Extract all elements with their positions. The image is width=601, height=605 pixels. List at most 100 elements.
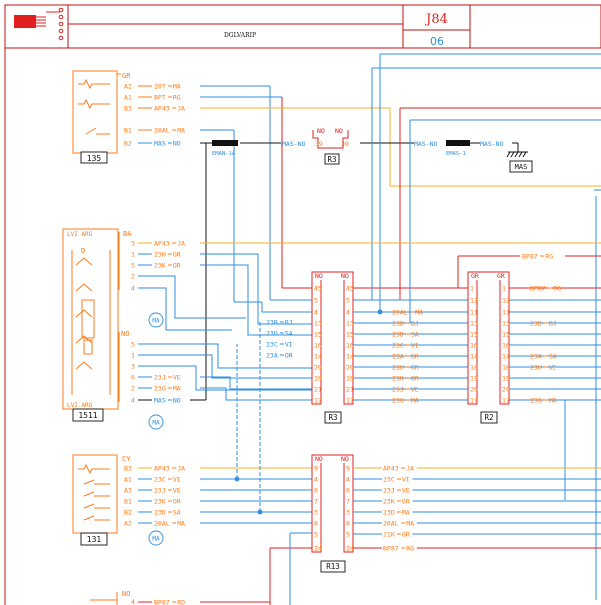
R2-pin-left-3: 13	[470, 320, 478, 328]
R3-pin-left-2: 4	[314, 309, 318, 317]
R13-right-label-7-color: RG	[406, 545, 414, 553]
R3-R2-label-6-color: GR	[411, 353, 419, 361]
pin-135-A1: A1	[124, 94, 132, 102]
R13-pin-left-3: 7	[314, 498, 318, 506]
R3-pin-left-9: 21	[314, 386, 322, 394]
wire-label-bottom-color: RD	[177, 599, 185, 605]
wire-label-135-2-number: AP43	[154, 105, 170, 113]
R3-pin-right-9: 21	[346, 386, 354, 394]
R3-pin-left-0: 45	[314, 285, 322, 293]
pin-1511-ba-4: 4	[131, 285, 135, 293]
connector-bottom-code: NO	[122, 590, 130, 598]
R3-R2-label-6-number: 23A	[392, 353, 404, 361]
pin-1511-no-5: 4	[131, 397, 135, 405]
wire-label-131-0-color: JA	[177, 465, 185, 473]
logo-pin	[58, 28, 64, 34]
R3-pin-left-3: 13	[314, 320, 322, 328]
pin-131-B3: B3	[124, 465, 132, 473]
switch-symbol	[83, 515, 95, 521]
pin-135-B2: B2	[124, 140, 132, 148]
R2-pin-left-9: 20	[470, 386, 478, 394]
pin-1511-no-3: 6	[131, 374, 135, 382]
component-1511-letter: D	[81, 247, 85, 255]
component-131	[72, 454, 118, 534]
connector-R3-left	[311, 280, 322, 405]
internal-switch	[75, 335, 93, 344]
eman-splice	[212, 140, 238, 146]
connector-R3-label: R3	[328, 413, 337, 422]
R3-R2-label-3-color: BJ	[411, 320, 419, 328]
wire-label-135-1-color: RG	[173, 94, 181, 102]
pin-131-A2: A2	[124, 520, 132, 528]
connector-R2-right-code: GR	[497, 272, 505, 280]
R3-pin-right-6: 14	[346, 353, 354, 361]
wire-1511-no-3	[152, 365, 312, 391]
pin-135-A2: A2	[124, 83, 132, 91]
R3-pin-left-4: 15	[314, 331, 322, 339]
wire-label-131-2-color: VE	[173, 487, 181, 495]
pin-131-B2: B2	[124, 509, 132, 517]
pin-131-A1: A1	[124, 476, 132, 484]
wire-label-1511-ba-1-color: GR	[173, 251, 181, 259]
connector-R3-tag	[324, 411, 342, 424]
connector-R13-right-code: NO	[341, 455, 349, 463]
R2-pin-left-1: 12	[470, 297, 478, 305]
emas-splice	[446, 140, 470, 146]
connector-R3-left-code: NO	[315, 272, 323, 280]
switch-symbol	[83, 491, 95, 497]
pin-131-B1: B1	[124, 498, 132, 506]
ground-hatch	[522, 151, 527, 158]
wire-label-131-4-color: SA	[173, 509, 181, 517]
pin-1511-no-2: 3	[131, 363, 135, 371]
pin-1511-no-0: 5	[131, 341, 135, 349]
wire-label-131-3-number: 23K	[154, 498, 166, 506]
R13-pin-left-1: 4	[314, 476, 318, 484]
R13-right-label-5-color: MA	[406, 520, 414, 528]
connector-R13-top	[311, 454, 354, 463]
R2-pin-right-2: 11	[502, 309, 510, 317]
R2-right-label-1-color: BJ	[549, 320, 557, 328]
R3-R2-label-5-number: 23C	[392, 342, 404, 350]
emas-label: EMAS-1	[446, 151, 466, 157]
ma-mark-label: MA	[152, 318, 160, 325]
connector-R13-left	[311, 463, 322, 553]
R2-pin-right-6: 14	[502, 353, 510, 361]
R3-pin-right-10: 17	[346, 397, 354, 405]
pin-131-A3: A3	[124, 487, 132, 495]
ground-hatch	[518, 151, 523, 158]
R2-pin-right-7: 18	[502, 364, 510, 372]
logo-pin	[58, 21, 64, 27]
connector-R13-label: R13	[326, 562, 340, 571]
wire-label-131-5-number: 20AL	[154, 520, 170, 528]
wire-23K	[200, 264, 312, 336]
wire-label-1511-no-4-number: 23G	[154, 385, 166, 393]
wire-1511-no-1	[152, 354, 312, 379]
R3-pin-right-8: 19	[346, 375, 354, 383]
internal-switch	[75, 309, 93, 318]
pin-135-B1: B1	[124, 127, 132, 135]
component-131-number: 131	[87, 535, 102, 544]
internal-switch	[75, 257, 93, 266]
mid-wire-label-0-color: BJ	[285, 319, 293, 327]
R13-right-label-3-color: OR	[402, 498, 410, 506]
wire-label-1511-ba-2-color: OR	[173, 262, 181, 270]
mid-wire-label-3-color: OR	[285, 352, 293, 360]
sensor-symbol	[78, 98, 110, 110]
logo-pin	[58, 14, 64, 20]
connector-R2-label: R2	[484, 413, 493, 422]
eman-label: EMAN-1A	[212, 151, 236, 157]
R13-pin-left-4: 3	[314, 509, 318, 517]
ma-mark-circle	[148, 414, 164, 430]
page-code: J84	[424, 12, 448, 27]
wire-label-131-1-number: 23C	[154, 476, 166, 484]
ma-mark-circle	[148, 530, 164, 546]
wire-label-131-3-color: OR	[173, 498, 181, 506]
pin-1511-ba-2: 5	[131, 262, 135, 270]
wire-label-1511-no-3-color: VE	[173, 374, 181, 382]
R3-R2-label-8-number: 23K	[392, 375, 404, 383]
R3-pin-right-5: 16	[346, 342, 354, 350]
R3-R2-label-2-number: 20AL	[392, 309, 408, 317]
R3-R2-label-2-color: MA	[415, 309, 423, 317]
R3-pin-left-6: 14	[314, 353, 322, 361]
component-1511-label-bottom: LVI ARG	[67, 402, 93, 409]
